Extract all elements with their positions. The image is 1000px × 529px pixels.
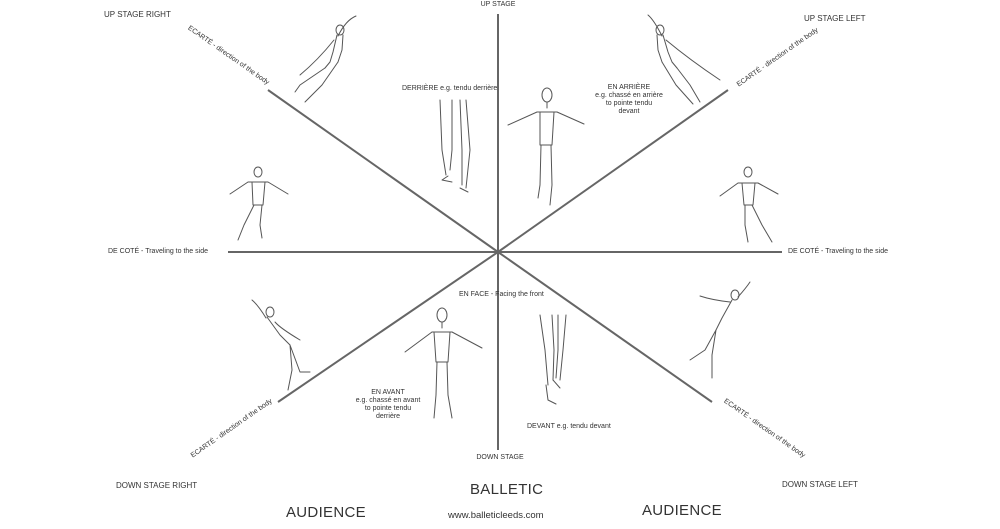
en-avant-line-2: to pointe tendu (364, 405, 412, 413)
audience-label-left: AUDIENCE (286, 504, 366, 521)
corner-label-down-stage-right: DOWN STAGE RIGHT (116, 481, 198, 490)
diagonal-ll-line (277, 251, 499, 403)
corner-label-up-stage-left: UP STAGE LEFT (804, 14, 866, 23)
dancer-en-arriere-figure (507, 87, 585, 206)
dancer-ecarte-upstage-left-figure (647, 14, 721, 105)
dancer-en-face-figure (404, 307, 483, 419)
diagonal-ur-line (497, 89, 729, 253)
axis-label-down-stage: DOWN STAGE (476, 454, 524, 461)
dancer-de-cote-right-figure (719, 166, 779, 243)
audience-label-right: AUDIENCE (642, 502, 722, 519)
en-arriere-line-2: to pointe tendu (605, 100, 653, 108)
axis-label-de-cote-right: DE COTÉ - Traveling to the side (788, 248, 888, 255)
en-arriere-line-1: e.g. chassé en arrière (595, 92, 663, 100)
position-label-en-face: EN FACE - Facing the front (459, 291, 544, 298)
dancer-devant-legs-figure (539, 314, 567, 405)
dancer-ecarte-downstage-right-figure (251, 299, 311, 391)
diagonal-ul-line (267, 89, 499, 253)
diagonal-lr-line (497, 251, 713, 403)
position-label-en-avant: EN AVANT e.g. chassé en avant to pointe … (348, 389, 428, 421)
en-avant-line-3: derrière (375, 413, 401, 421)
en-avant-title: EN AVANT (371, 389, 405, 396)
dancer-derriere-legs-figure (439, 99, 471, 193)
position-label-devant: DEVANT e.g. tendu devant (527, 423, 611, 430)
en-avant-line-1: e.g. chassé en avant (355, 397, 421, 405)
en-arriere-line-3: devant (618, 108, 640, 116)
dancer-ecarte-downstage-left-figure (689, 281, 751, 379)
axis-label-up-stage: UP STAGE (480, 1, 516, 8)
dancer-de-cote-left-figure (229, 166, 289, 241)
corner-label-up-stage-right: UP STAGE RIGHT (104, 10, 171, 19)
position-label-derriere: DERRIÈRE e.g. tendu derrière (402, 85, 498, 92)
axis-label-de-cote-left: DE COTÉ - Traveling to the side (108, 248, 208, 255)
brand-url[interactable]: www.balleticleeds.com (448, 510, 544, 521)
en-arriere-title: EN ARRIÈRE (607, 84, 651, 91)
corner-label-down-stage-left: DOWN STAGE LEFT (782, 480, 858, 489)
position-label-en-arriere: EN ARRIÈRE e.g. chassé en arrière to poi… (590, 84, 668, 116)
dancer-ecarte-upstage-right-figure (294, 15, 357, 103)
brand-title: BALLETIC (470, 481, 544, 498)
